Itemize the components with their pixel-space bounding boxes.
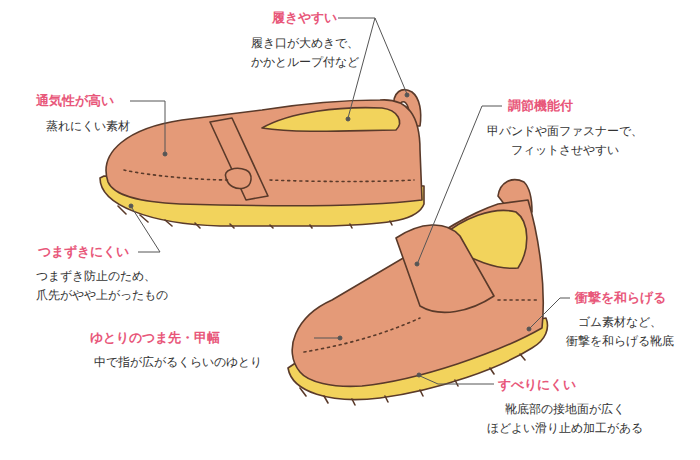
callout-note: ゴム素材など、 衝撃を和らげる靴底 (562, 313, 678, 351)
stitch (304, 300, 538, 352)
leader-dot (346, 117, 350, 121)
callout-heading: 通気性が高い (36, 91, 122, 112)
leader-dot (338, 336, 342, 340)
leader-dot (129, 204, 133, 208)
leader-lines (129, 18, 570, 384)
callout-note: 中で指が広がるくらいのゆとり (94, 353, 270, 372)
leader-line (530, 298, 570, 328)
callout-note: つまずき防止のため、 爪先がやや上がったもの (36, 267, 176, 305)
leader-dot (527, 327, 531, 331)
strap (210, 118, 268, 200)
strap-buckle (225, 168, 251, 188)
leader-line (314, 338, 338, 339)
callout-heading: すべりにくい (498, 375, 584, 396)
stitch (124, 170, 414, 182)
callout-heading: 履きやすい (272, 8, 345, 29)
leader-dot (415, 262, 419, 266)
sole-tread (118, 206, 392, 228)
shoe-upper (106, 100, 422, 206)
callout-note: 靴底部の接地面が広く ほどよい滑り止め加工がある (483, 400, 647, 438)
callout-note: 履き口が大めきで、 かかとループ付など (247, 34, 363, 72)
callout-heading: 調節機能付 (508, 96, 581, 117)
callout-heading: 衝撃を和らげる (575, 288, 674, 309)
leader-dot (405, 93, 409, 97)
callout-note: 甲バンドや面ファスナーで、 フィットさせやすい (483, 122, 647, 160)
callout-note: 蒸れにくい素材 (46, 117, 138, 136)
leader-line (132, 208, 160, 252)
callout-heading: ゆとりのつま先・甲幅 (90, 328, 228, 349)
strap (396, 225, 494, 312)
leader-line (420, 376, 494, 384)
callout-heading: つまずきにくい (38, 242, 137, 263)
leader-dot (163, 152, 167, 156)
leader-dot (417, 373, 421, 377)
shoe-opening (262, 108, 400, 132)
leader-line (130, 101, 165, 152)
shoe-upper (292, 200, 543, 386)
